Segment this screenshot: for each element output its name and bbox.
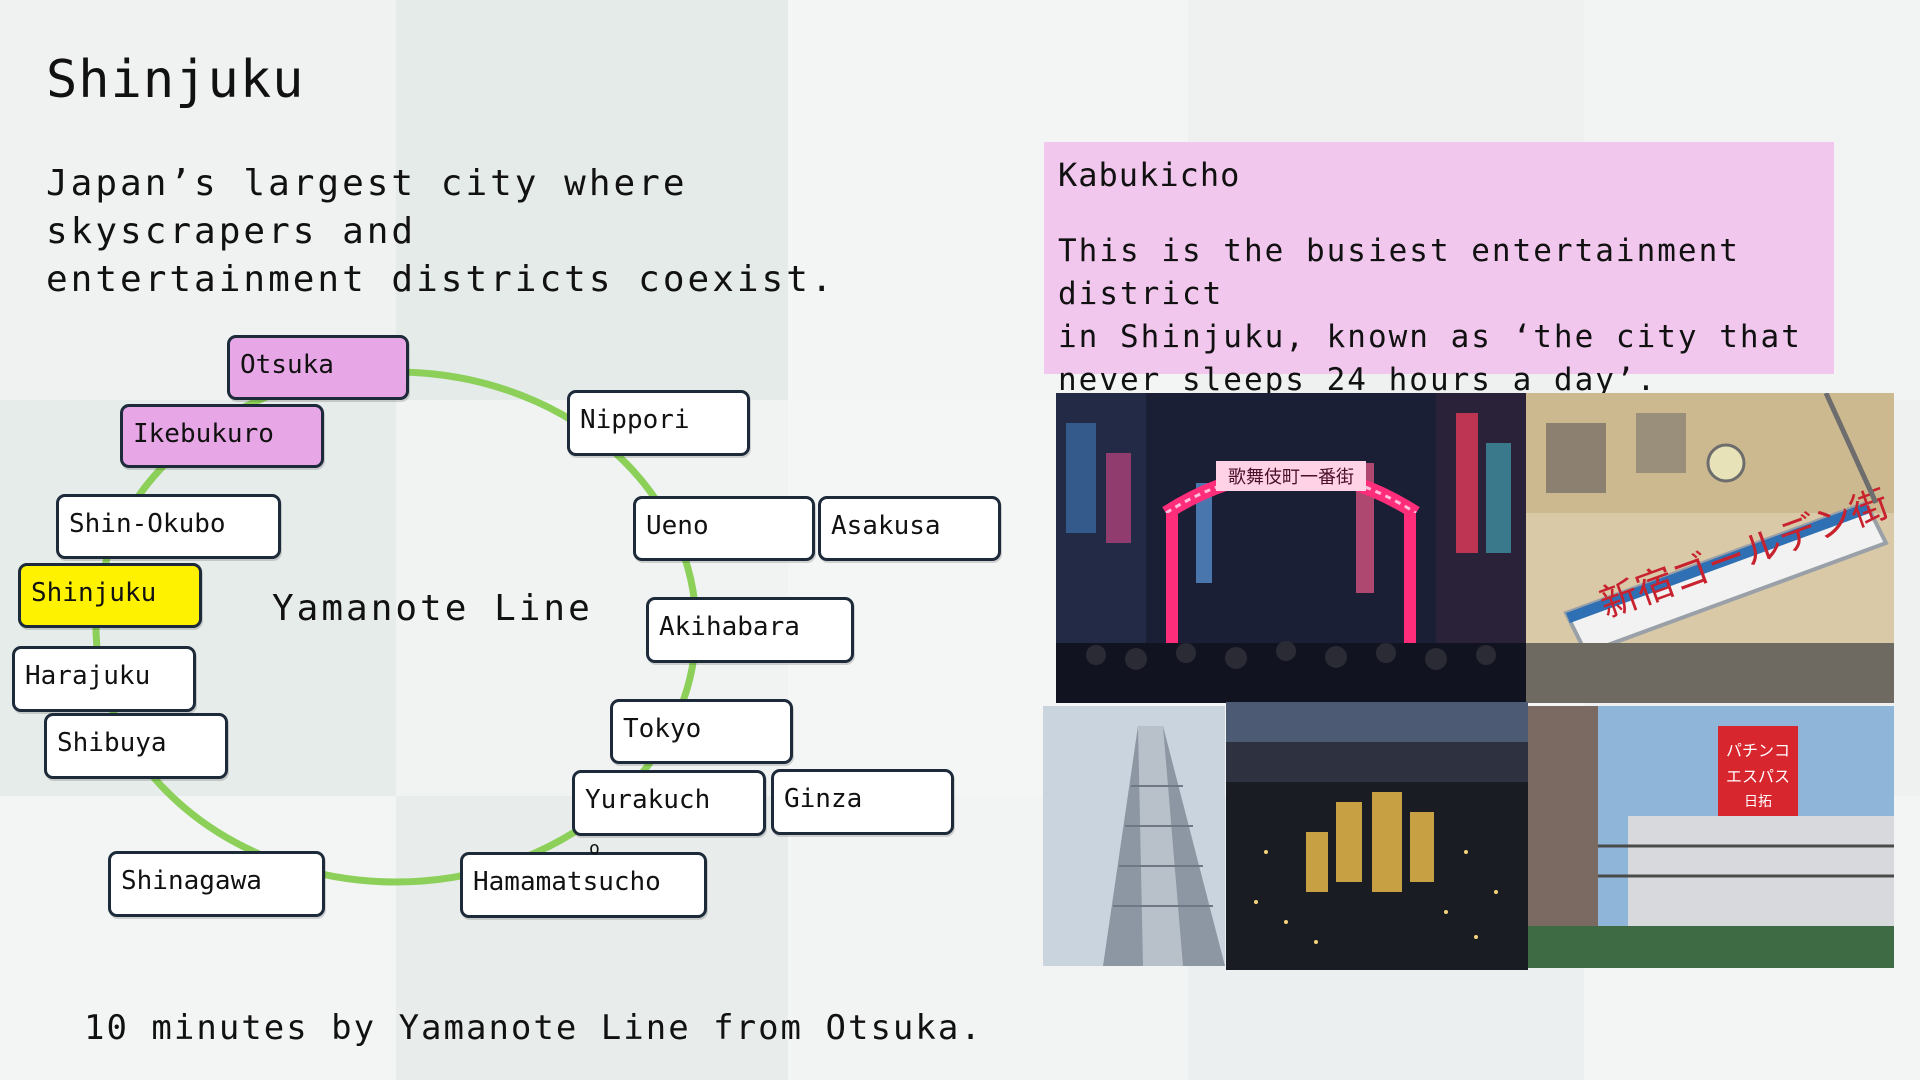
info-title: Kabukicho [1058, 156, 1241, 194]
station-label: Asakusa [831, 511, 941, 541]
background-tile [396, 796, 788, 1080]
station-shibuya[interactable]: Shibuya [44, 713, 228, 779]
photo-skyscraper [1043, 706, 1225, 966]
station-ginza[interactable]: Ginza [771, 769, 954, 835]
background-tile [0, 0, 396, 400]
station-ikebukuro[interactable]: Ikebukuro [120, 404, 324, 468]
station-akihabara[interactable]: Akihabara [646, 597, 854, 663]
station-label: Hamamatsucho [473, 867, 661, 897]
station-shin-okubo[interactable]: Shin-Okubo [56, 494, 281, 559]
background-tile [396, 0, 788, 400]
photo-kabukicho-gate: 歌舞伎町一番街 [1056, 393, 1526, 703]
station-yurakucho[interactable]: Yurakuch [572, 770, 766, 836]
kabukicho-info-box: Kabukicho This is the busiest entertainm… [1044, 142, 1834, 398]
slide-title: Shinjuku [46, 50, 305, 110]
station-label: Ginza [784, 784, 863, 814]
station-harajuku[interactable]: Harajuku [12, 646, 196, 712]
station-nippori[interactable]: Nippori [567, 390, 750, 456]
travel-time-note: 10 minutes by Yamanote Line from Otsuka. [84, 1008, 983, 1048]
station-label: Nippori [580, 405, 690, 435]
station-otsuka[interactable]: Otsuka [227, 335, 409, 400]
slide-subtitle: Japan’s largest city where skyscrapers a… [46, 160, 946, 304]
station-label: Ikebukuro [133, 419, 274, 449]
pachinko-sign-text: 日拓 [1744, 794, 1772, 810]
station-shinjuku[interactable]: Shinjuku [18, 563, 202, 628]
station-label: Akihabara [659, 612, 800, 642]
station-label: Shibuya [57, 728, 167, 758]
pachinko-sign-text: パチンコ [1726, 741, 1790, 760]
photo-golden-gai: 新宿ゴールデン街 [1526, 393, 1894, 703]
subtitle-line: entertainment districts coexist. [46, 259, 836, 300]
station-label: Shin-Okubo [69, 509, 226, 539]
info-text: This is the busiest entertainment distri… [1058, 230, 1820, 402]
yurakucho-overflow-char: o [589, 838, 600, 859]
station-ueno[interactable]: Ueno [633, 496, 815, 561]
background-tile [0, 796, 396, 1080]
station-label: Otsuka [240, 350, 334, 380]
station-shinagawa[interactable]: Shinagawa [108, 851, 325, 917]
photo-aerial-night [1226, 702, 1528, 970]
station-tokyo[interactable]: Tokyo [610, 699, 793, 764]
photo-pachinko-street: パチンコ エスパス 日拓 [1528, 706, 1894, 968]
yamanote-line-label: Yamanote Line [272, 588, 593, 629]
station-asakusa[interactable]: Asakusa [818, 496, 1001, 561]
info-text-line: in Shinjuku, known as ‘the city that [1058, 319, 1802, 355]
info-text-line: This is the busiest entertainment distri… [1058, 233, 1740, 312]
station-label: Harajuku [25, 661, 151, 691]
subtitle-line: Japan’s largest city where skyscrapers a… [46, 163, 688, 252]
station-label: Ueno [646, 511, 709, 541]
station-label: Yurakuch [585, 785, 711, 815]
station-label: Shinagawa [121, 866, 262, 896]
station-label: Shinjuku [31, 578, 157, 608]
station-hamamatsucho[interactable]: Hamamatsucho [460, 852, 707, 918]
station-label: Tokyo [623, 714, 702, 744]
info-text-line: never sleeps 24 hours a day’. [1058, 362, 1658, 398]
pachinko-sign-text: エスパス [1726, 767, 1790, 786]
kabukicho-sign-text: 歌舞伎町一番街 [1228, 467, 1354, 488]
